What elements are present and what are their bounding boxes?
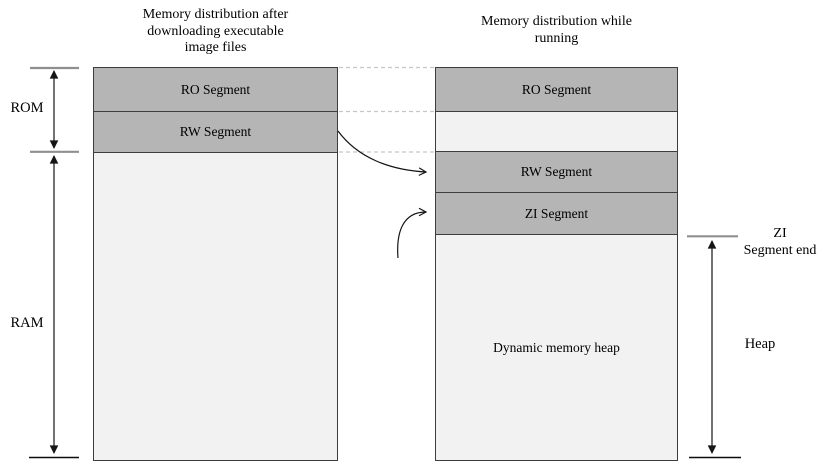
left-memory-column: RO Segment RW Segment <box>93 67 338 461</box>
dynamic-memory-heap: Dynamic memory heap <box>436 235 677 460</box>
right-title-line2: running <box>534 30 579 46</box>
right-column-title: Memory distribution while running <box>435 14 678 47</box>
zi-end-line2: Segment end <box>743 242 817 258</box>
zi-init-arrow <box>397 207 428 259</box>
ram-label: RAM <box>10 315 44 331</box>
right-rw-segment: RW Segment <box>436 152 677 193</box>
left-ro-segment: RO Segment <box>94 68 337 112</box>
right-ro-segment: RO Segment <box>436 68 677 112</box>
left-empty-area <box>94 153 337 460</box>
left-title-line2: downloading executable <box>147 23 284 39</box>
left-rw-segment: RW Segment <box>94 112 337 153</box>
right-title-line1: Memory distribution while <box>481 14 632 29</box>
heap-label: Heap <box>744 336 776 352</box>
rom-label: ROM <box>10 100 44 116</box>
zi-end-line1: ZI <box>773 226 787 241</box>
right-zi-segment: ZI Segment <box>436 193 677 235</box>
zi-segment-end-label: ZI Segment end <box>731 226 829 259</box>
right-gap-area <box>436 112 677 152</box>
left-title-line3: image files <box>184 40 247 55</box>
dashed-connector-lines <box>339 66 434 153</box>
left-title-line1: Memory distribution after <box>142 7 289 22</box>
left-column-title: Memory distribution after downloading ex… <box>93 7 338 57</box>
right-memory-column: RO Segment RW Segment ZI Segment Dynamic… <box>435 67 678 461</box>
rw-copy-arrow <box>337 130 428 176</box>
